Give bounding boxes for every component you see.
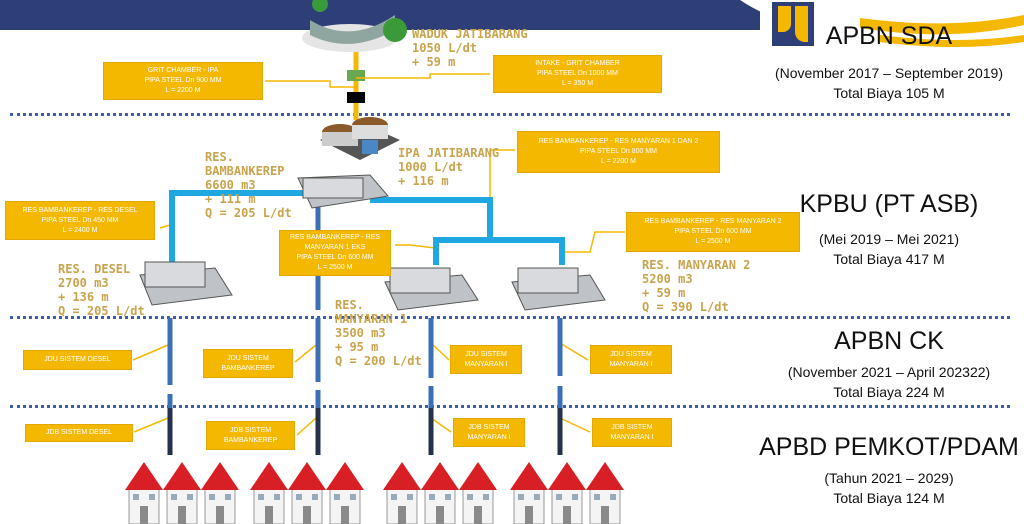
jdu-manyaran-a: JDU SISTEM MANYARAN I xyxy=(450,345,522,374)
house-icon xyxy=(383,462,421,524)
house-icon xyxy=(459,462,497,524)
house-icon xyxy=(163,462,201,524)
house-icon xyxy=(125,462,163,524)
pipe-spec: PIPA STEEL Dn 600 MM xyxy=(674,228,752,235)
jdb-label: JDB SISTEM xyxy=(229,426,272,434)
jdu-label: JDU SISTEM xyxy=(227,354,269,362)
jdu-label-2: BAMBANKEREP xyxy=(221,364,275,372)
pipe-route-2: MANYARAN 1 EKS xyxy=(304,244,366,251)
divider-2 xyxy=(10,316,1010,319)
reservoir-bambankerep-icon xyxy=(297,174,389,209)
house-icon xyxy=(250,462,288,524)
houses xyxy=(125,462,624,524)
jdu-label-2: MANYARAN I xyxy=(464,360,508,368)
jdb-pipes xyxy=(167,408,563,455)
pipe-length: L = 2200 M xyxy=(601,158,636,165)
label-ipa-jatibarang: IPA JATIBARANG 1000 L/dt + 116 m xyxy=(398,146,500,188)
stage-4-title: APBD PEMKOT/PDAM xyxy=(759,433,1019,461)
jdb-desel: JDB SISTEM DESEL xyxy=(25,424,133,442)
pipe-route: INTAKE - GRIT CHAMBER xyxy=(535,60,620,67)
jdb-label-2: BAMBANKEREP xyxy=(223,436,278,444)
pipe-route: RES BAMBANKEREP - RES MANYARAN 1 DAN 2 xyxy=(538,138,699,145)
treatment-plant-icon xyxy=(320,117,400,160)
jdb-bambankerep: JDB SISTEM BAMBANKEREP xyxy=(206,421,295,450)
reservoir-manyaran2-icon xyxy=(511,267,606,311)
pipe-box-bambankerep-desel: RES BAMBANKEREP - RES DESEL PIPA STEEL Dn… xyxy=(5,201,155,240)
stage-3-period: (November 2021 – April 202322) xyxy=(787,364,991,380)
label-res-desel: RES. DESEL 2700 m3 + 136 m Q = 205 L/dt xyxy=(58,262,145,318)
stage-3-title: APBN CK xyxy=(834,327,944,355)
pipe-box-bambankerep-manyaran-1-2: RES BAMBANKEREP - RES MANYARAN 1 DAN 2 PI… xyxy=(517,131,720,173)
divider-1 xyxy=(10,113,1010,116)
jdb-label-2: MANYARAN I xyxy=(467,433,511,441)
house-icon xyxy=(548,462,586,524)
pipe-spec: PIPA STEEL Dn 900 MM xyxy=(144,77,222,84)
dam-icon xyxy=(302,0,407,52)
pipe-length: L = 2500 M xyxy=(695,238,731,245)
pipe-length: L = 2500 M xyxy=(317,264,353,271)
divider-3 xyxy=(10,405,1010,408)
leader-lines xyxy=(132,73,625,436)
stage-4-period: (Tahun 2021 – 2029) xyxy=(824,470,954,486)
stage-2-title: KPBU (PT ASB) xyxy=(799,190,979,218)
jdu-desel: JDU SISTEM DESEL xyxy=(23,350,132,370)
pipe-spec: PIPA STEEL Dn 1000 MM xyxy=(537,70,618,77)
pipe-spec: PIPA STEEL Dn 600 MM xyxy=(296,254,374,261)
jdu-label: JDU SISTEM xyxy=(610,350,652,358)
pipe-route: RES BAMBANKEREP - RES MANYARAN 2 xyxy=(644,218,782,225)
pipe-length: L = 350 M xyxy=(561,80,594,87)
valve-icon xyxy=(347,92,365,103)
jdb-manyaran-b: JDB SISTEM MANYARAN I xyxy=(592,418,672,447)
stage-1-period: (November 2017 – September 2019) xyxy=(774,65,1004,81)
jdb-label: JDB SISTEM xyxy=(611,423,653,431)
stage-1-cost: Total Biaya 105 M xyxy=(833,85,945,101)
transmission-pipes xyxy=(169,190,565,265)
house-icon xyxy=(326,462,364,524)
house-icon xyxy=(510,462,548,524)
pipe-route: GRIT CHAMBER - IPA xyxy=(147,67,219,74)
jdb-manyaran-a: JDB SISTEM MANYARAN I xyxy=(453,418,525,447)
jdu-label: JDU SISTEM DESEL xyxy=(44,356,111,363)
pipe-length: L = 2400 M xyxy=(62,226,98,234)
stage-4-cost: Total Biaya 124 M xyxy=(833,490,945,506)
house-icon xyxy=(288,462,326,524)
stage-2-period: (Mei 2019 – Mei 2021) xyxy=(818,231,960,247)
reservoir-desel-icon xyxy=(139,261,233,306)
pu-logo xyxy=(772,2,814,46)
jdu-label-2: MANYARAN I xyxy=(609,360,653,368)
pipe-box-bambankerep-manyaran-2: RES BAMBANKEREP - RES MANYARAN 2 PIPA STE… xyxy=(626,212,800,252)
pipe-box-intake-grit: INTAKE - GRIT CHAMBER PIPA STEEL Dn 1000 … xyxy=(493,55,662,93)
jdb-label: JDB SISTEM DESEL xyxy=(45,429,113,436)
label-res-manyaran-1: RES. MANYARAN 1 3500 m3 + 95 m Q = 200 L… xyxy=(335,298,422,368)
stage-3-cost: Total Biaya 224 M xyxy=(833,384,945,400)
grit-chamber-icon xyxy=(347,70,365,81)
pipe-box-bambankerep-manyaran-1-eks: RES BAMBANKEREP - RES MANYARAN 1 EKS PIPA … xyxy=(279,230,391,276)
house-icon xyxy=(586,462,624,524)
house-icon xyxy=(201,462,239,524)
stage-2-cost: Total Biaya 417 M xyxy=(833,251,945,267)
pipe-box-grit-ipa: GRIT CHAMBER - IPA PIPA STEEL Dn 900 MM L … xyxy=(103,62,263,100)
label-res-manyaran-2: RES. MANYARAN 2 5200 m3 + 59 m Q = 390 L… xyxy=(642,258,751,314)
stage-1-title: APBN SDA xyxy=(825,22,953,50)
jdu-manyaran-b: JDU SISTEM MANYARAN I xyxy=(590,345,672,374)
pipe-route: RES BAMBANKEREP - RES xyxy=(289,234,381,241)
label-waduk-jatibarang: WADUK JATIBARANG 1050 L/dt + 59 m xyxy=(412,27,528,69)
pipe-route: RES BAMBANKEREP - RES DESEL xyxy=(22,206,138,214)
label-res-bambankerep: RES. BAMBANKEREP 6600 m3 + 111 m Q = 205… xyxy=(205,150,292,220)
reservoir-manyaran1-icon xyxy=(384,267,479,311)
pipe-length: L = 2200 M xyxy=(165,87,201,94)
jdb-label-2: MANYARAN I xyxy=(610,433,654,441)
house-icon xyxy=(421,462,459,524)
pipe-spec: PIPA STEEL Dn 800 MM xyxy=(579,148,658,155)
pipe-spec: PIPA STEEL Dn 450 MM xyxy=(41,216,119,224)
jdb-label: JDB SISTEM xyxy=(468,423,510,431)
jdu-bambankerep: JDU SISTEM BAMBANKEREP xyxy=(203,349,293,378)
jdu-label: JDU SISTEM xyxy=(465,350,507,358)
